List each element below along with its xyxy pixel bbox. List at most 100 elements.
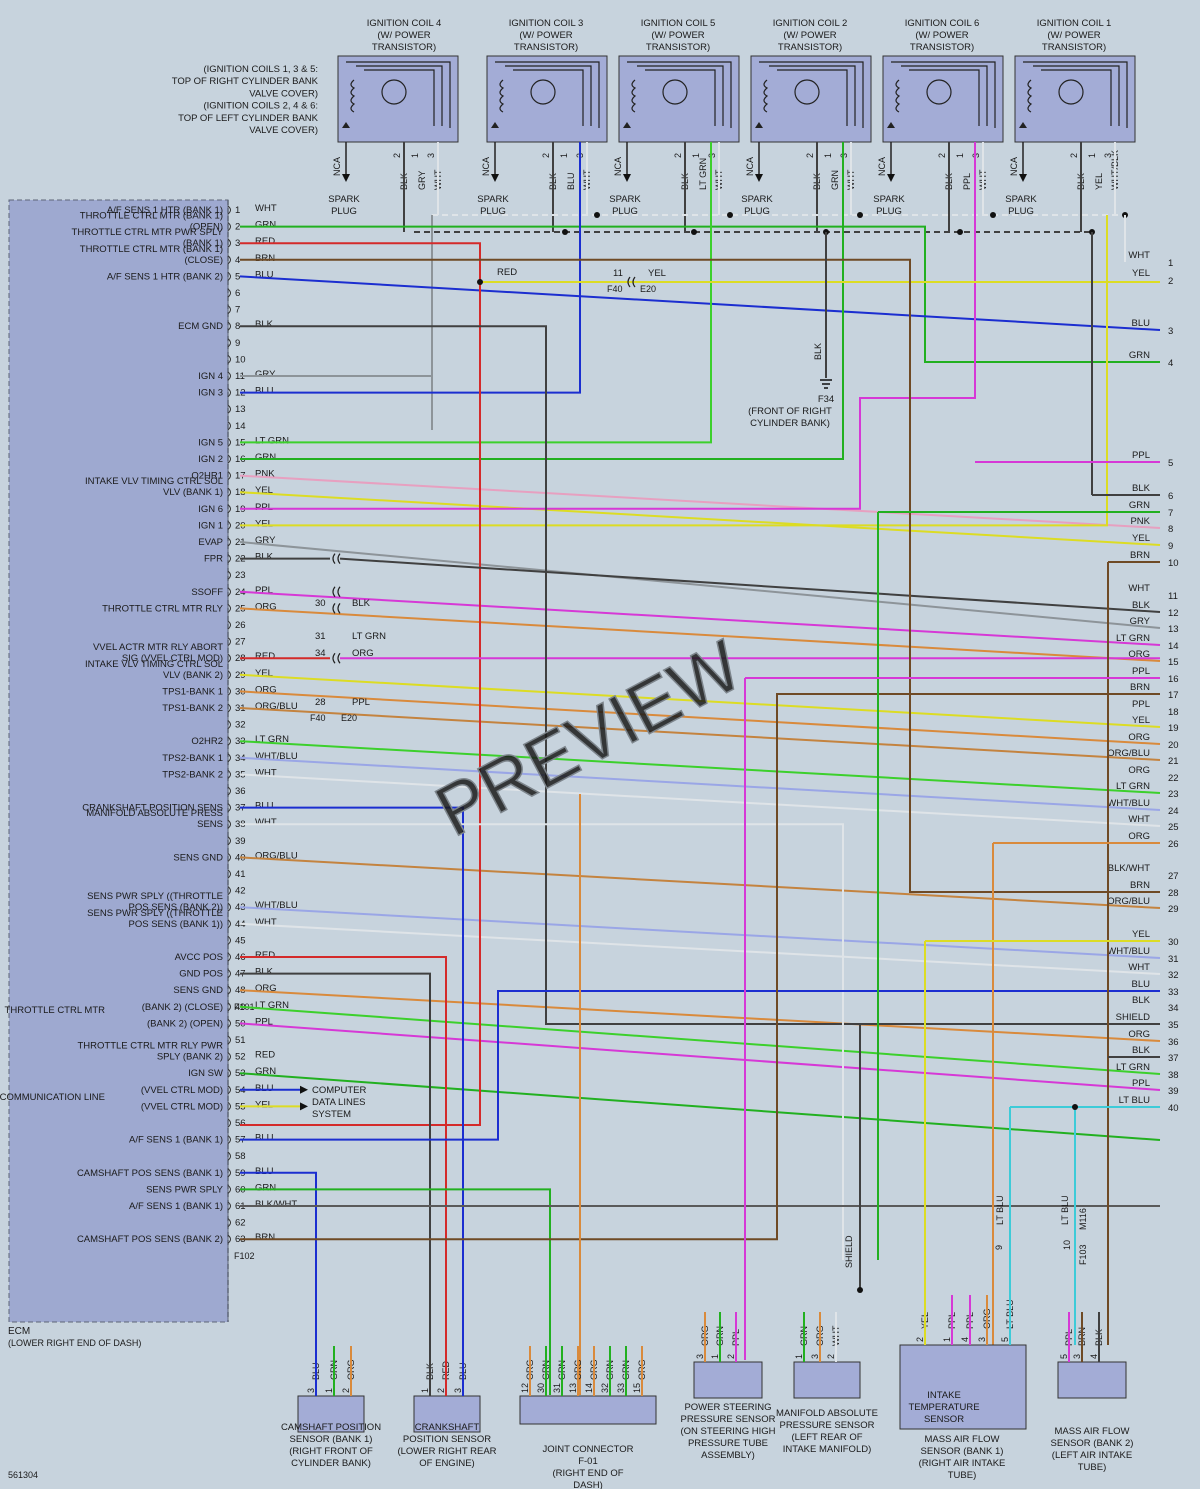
ecm-pin-label: INTAKE VLV TIMING CTRL SOL <box>85 476 223 487</box>
throttle-group-label: THROTTLE CTRL MTR <box>5 1005 106 1016</box>
right-terminal-color: BLK <box>1132 483 1151 494</box>
can-group-label: CAN COMMUNICATION LINE <box>0 1092 105 1103</box>
ecm-pin-label: IGN 3 <box>198 388 223 399</box>
ecm-pin-bracket <box>227 222 231 231</box>
spark-plug-label: PLUG <box>612 206 638 217</box>
right-terminal-number: 39 <box>1168 1086 1179 1097</box>
ecm-pin-bracket <box>227 886 231 895</box>
ltblu-splice <box>1072 1104 1078 1110</box>
component-pin-number: 3 <box>306 1388 316 1393</box>
component-pin-number: 2 <box>341 1388 351 1393</box>
maf-wire-1: LT BLU <box>995 1195 1005 1225</box>
ecm-wire-pin-4 <box>240 258 1160 893</box>
component-name: SENSOR (BANK 2) <box>1051 1438 1134 1449</box>
component-pin-number: 2 <box>826 1354 836 1359</box>
component-pin-number: 1 <box>324 1388 334 1393</box>
spark-plug-label: SPARK <box>1005 194 1037 205</box>
ecm-pin-bracket <box>227 554 231 563</box>
coil-location-note: VALVE COVER) <box>249 88 318 99</box>
right-terminal-color: ORG <box>1128 765 1150 776</box>
ecm-wire-pin-53 <box>239 1072 1161 1141</box>
ecm-pin-color: LT GRN <box>255 1000 289 1011</box>
coil-subtitle: TRANSISTOR) <box>372 42 436 53</box>
ecm-connector-f102: F102 <box>234 1251 255 1261</box>
spark-plug-arrow <box>887 174 895 182</box>
coil-title: IGNITION COIL 6 <box>905 18 980 29</box>
spark-plug-arrow <box>491 174 499 182</box>
coil-pin-number: 3 <box>426 153 436 158</box>
coil-wire-label: YEL <box>1094 173 1104 190</box>
ecm-wire-pin-47 <box>240 972 431 1395</box>
coil-pin-number: 1 <box>823 153 833 158</box>
ecm-pin-color: ORG <box>255 684 277 695</box>
spark-plug-arrow <box>623 174 631 182</box>
ecm-pin-bracket <box>227 869 231 879</box>
ground-splice <box>957 229 963 235</box>
ecm-wire-pin-43 <box>239 906 1161 959</box>
ecm-pin-number: 3 <box>235 238 240 249</box>
component-pin-number: 3 <box>695 1354 705 1359</box>
ecm-pin-number: 52 <box>235 1052 246 1063</box>
component-pin-number: 33 <box>616 1383 626 1393</box>
right-terminal-color: YEL <box>1132 715 1150 726</box>
right-terminal-color: PNK <box>1130 516 1150 527</box>
ecm-pin-color: PPL <box>255 502 273 513</box>
ecm-pin-number: 27 <box>235 637 246 648</box>
right-terminal-color: GRN <box>1129 350 1150 361</box>
component-pin-number: 4 <box>1089 1354 1099 1359</box>
ecm-pin-color: PPL <box>255 1016 273 1027</box>
ecm-pin-label: SENS <box>197 819 223 830</box>
ecm-pin-bracket <box>227 703 231 713</box>
ecm-pin-bracket <box>227 620 231 630</box>
ecm-pin-label: A/F SENS 1 (BANK 1) <box>129 1135 223 1146</box>
ecm-pin-color: PPL <box>255 585 273 596</box>
component-name: MANIFOLD ABSOLUTE <box>776 1408 878 1419</box>
ecm-pin-label: POS SENS (BANK 1)) <box>129 919 224 930</box>
component-location: (RIGHT FRONT OF <box>289 1446 373 1457</box>
ecm-pin-color: YEL <box>255 518 273 529</box>
right-terminal-color: ORG <box>1128 732 1150 743</box>
transistor-symbol <box>662 79 688 105</box>
right-terminal-number: 2 <box>1168 276 1173 287</box>
coil-box <box>882 55 1004 143</box>
coil-location-note: TOP OF RIGHT CYLINDER BANK <box>172 76 319 87</box>
ecm-pin-number: 45 <box>235 935 246 946</box>
ecm-wire-pin-50 <box>239 1022 1161 1091</box>
ecm-pin-bracket <box>227 388 231 397</box>
coil-subtitle: (W/ POWER <box>915 30 968 41</box>
right-terminal-color: PPL <box>1132 666 1150 677</box>
shield-label: SHIELD <box>844 1235 854 1268</box>
white-splice <box>857 212 863 218</box>
coil-subtitle: (W/ POWER <box>377 30 430 41</box>
coil-location-note: VALVE COVER) <box>249 125 318 136</box>
can-target-label: COMPUTER <box>312 1085 367 1096</box>
coil-pin-number: 1 <box>559 153 569 158</box>
coil-box <box>1014 55 1136 143</box>
ecm-pin-label: SENS PWR SPLY ((THROTTLE <box>87 908 223 919</box>
ecm-label: ECM <box>8 1326 30 1337</box>
diode-symbol <box>623 122 631 128</box>
component-pin-number: 32 <box>600 1383 610 1393</box>
right-terminal-number: 4 <box>1168 358 1173 369</box>
coil-pin-number: 2 <box>673 153 683 158</box>
ecm-wire-pin-24 <box>239 590 1161 646</box>
ecm-pin-color: BLU <box>255 1133 274 1144</box>
ecm-pin-bracket <box>227 803 231 812</box>
component-box <box>519 1395 657 1425</box>
right-terminal-color: PPL <box>1132 450 1150 461</box>
component-name: PRESSURE SENSOR <box>779 1420 874 1431</box>
nca-label: NCA <box>745 157 755 176</box>
diode-symbol <box>342 122 350 128</box>
ecm-pin-color: BLK <box>255 319 274 330</box>
red-power-wire <box>240 242 481 1126</box>
right-terminal-color: BLK <box>1132 995 1151 1006</box>
coil-internal-wiring <box>759 61 864 128</box>
right-terminal-color: SHIELD <box>1116 1012 1150 1023</box>
ecm-pin-number: 14 <box>235 421 246 432</box>
right-terminal-color: BRN <box>1130 682 1150 693</box>
ecm-pin-number: 7 <box>235 305 240 316</box>
ecm-wire-pin-60 <box>240 1188 551 1395</box>
coil-subtitle: TRANSISTOR) <box>514 42 578 53</box>
inline-code-e20: E20 <box>640 284 656 294</box>
component-name: POSITION SENSOR <box>403 1434 491 1445</box>
